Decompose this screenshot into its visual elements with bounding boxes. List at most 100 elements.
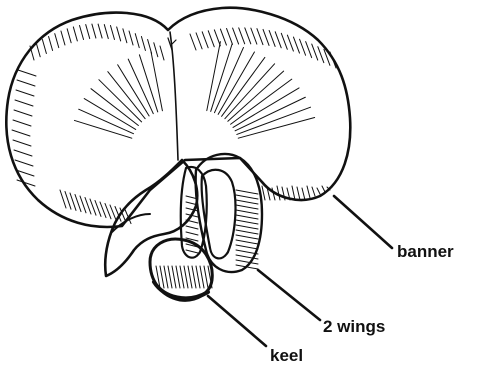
- hatch-stroke: [239, 28, 245, 44]
- hatch-stroke: [236, 250, 258, 254]
- hatch-stroke: [13, 120, 31, 126]
- hatch-stroke: [196, 266, 200, 288]
- hatch-stroke: [202, 32, 208, 48]
- hatch-stroke: [13, 140, 31, 146]
- hatch-stroke: [17, 80, 35, 86]
- hatch-stroke: [104, 25, 108, 39]
- hatch-stroke: [263, 29, 269, 45]
- hatch-stroke: [211, 44, 232, 111]
- hatch-stroke: [172, 266, 176, 288]
- hatch-stroke: [257, 29, 263, 45]
- hatch-stroke: [318, 47, 324, 63]
- hatch-stroke: [235, 97, 305, 131]
- hatch-stroke: [14, 150, 32, 156]
- hatch-stroke: [98, 24, 102, 38]
- hatch-stroke: [306, 42, 312, 58]
- hatch-stroke: [236, 230, 258, 234]
- hatch-stroke: [236, 225, 258, 229]
- hatch-stroke: [49, 36, 53, 50]
- hatch-stroke: [207, 42, 221, 111]
- hatch-stroke: [317, 188, 320, 194]
- hatch-stroke: [227, 28, 233, 44]
- hatch-stroke: [160, 266, 164, 288]
- hatch-stroke: [300, 39, 306, 55]
- hatch-stroke: [73, 27, 77, 41]
- hatch-stroke: [186, 250, 198, 253]
- hatch-stroke: [208, 31, 214, 47]
- hatch-stroke: [190, 34, 196, 50]
- hatch-stroke: [186, 232, 198, 235]
- hatch-stroke: [141, 36, 145, 50]
- wings-label: 2 wings: [323, 317, 385, 336]
- hatch-stroke: [192, 266, 196, 288]
- hatch-stroke: [236, 240, 258, 244]
- hatch-stroke: [200, 266, 204, 288]
- hatch-stroke: [67, 29, 71, 43]
- hatch-stroke: [123, 29, 127, 43]
- hatch-stroke: [180, 266, 184, 288]
- hatch-stroke: [302, 188, 305, 200]
- hatch-stroke: [14, 110, 32, 116]
- hatch-stroke: [262, 186, 265, 200]
- hatch-stroke: [55, 34, 59, 48]
- hatch-stroke: [236, 245, 258, 249]
- hatch-stroke: [269, 30, 275, 46]
- hatch-stroke: [154, 43, 158, 57]
- keel-pointer: [208, 296, 266, 346]
- hatch-stroke: [236, 210, 258, 214]
- hatch-stroke: [15, 100, 33, 106]
- hatch-stroke: [287, 35, 293, 51]
- hatch-stroke: [80, 26, 84, 40]
- hatch-stroke: [86, 25, 90, 39]
- hatch-stroke: [293, 37, 299, 53]
- hatch-stroke: [236, 235, 258, 239]
- hatch-stroke: [15, 160, 33, 166]
- hatch-stroke: [236, 200, 258, 204]
- hatch-stroke: [204, 266, 208, 288]
- hatch-stroke: [297, 187, 300, 200]
- keel-shading: [156, 266, 212, 288]
- hatch-stroke: [12, 130, 30, 136]
- hatch-stroke: [92, 24, 96, 38]
- hatch-stroke: [151, 52, 162, 111]
- hatch-stroke: [18, 70, 36, 76]
- hatch-stroke: [99, 80, 142, 122]
- wings-pointer: [258, 270, 320, 320]
- hatch-stroke: [160, 46, 164, 60]
- hatch-stroke: [292, 186, 295, 200]
- hatch-stroke: [307, 186, 310, 198]
- hatch-stroke: [42, 40, 46, 54]
- hatch-stroke: [61, 31, 65, 45]
- hatch-stroke: [168, 266, 172, 288]
- hatch-stroke: [236, 190, 258, 194]
- hatch-stroke: [110, 26, 114, 40]
- hatch-stroke: [218, 52, 254, 114]
- hatch-stroke: [233, 28, 239, 44]
- hatch-stroke: [312, 44, 318, 60]
- hatch-stroke: [251, 28, 257, 44]
- hatch-stroke: [236, 215, 258, 219]
- hatch-stroke: [184, 266, 188, 288]
- hatch-stroke: [196, 33, 202, 49]
- hatch-stroke: [164, 266, 168, 288]
- hatch-stroke: [245, 28, 251, 44]
- hatch-stroke: [281, 33, 287, 49]
- banner-label: banner: [397, 242, 454, 261]
- hatch-stroke: [176, 266, 180, 288]
- hatch-stroke: [236, 260, 258, 264]
- hatch-stroke: [312, 187, 315, 196]
- banner-pointer: [334, 196, 392, 248]
- hatch-stroke: [188, 266, 192, 288]
- hatch-stroke: [220, 29, 226, 45]
- banner-shading: [12, 24, 336, 224]
- hatch-stroke: [36, 43, 40, 57]
- hatch-stroke: [186, 226, 198, 229]
- hatch-stroke: [135, 34, 139, 48]
- hatch-stroke: [129, 31, 133, 45]
- hatch-stroke: [236, 205, 258, 209]
- hatch-stroke: [117, 27, 121, 41]
- hatch-stroke: [322, 186, 325, 192]
- keel-label: keel: [270, 346, 303, 365]
- hatch-stroke: [238, 117, 314, 138]
